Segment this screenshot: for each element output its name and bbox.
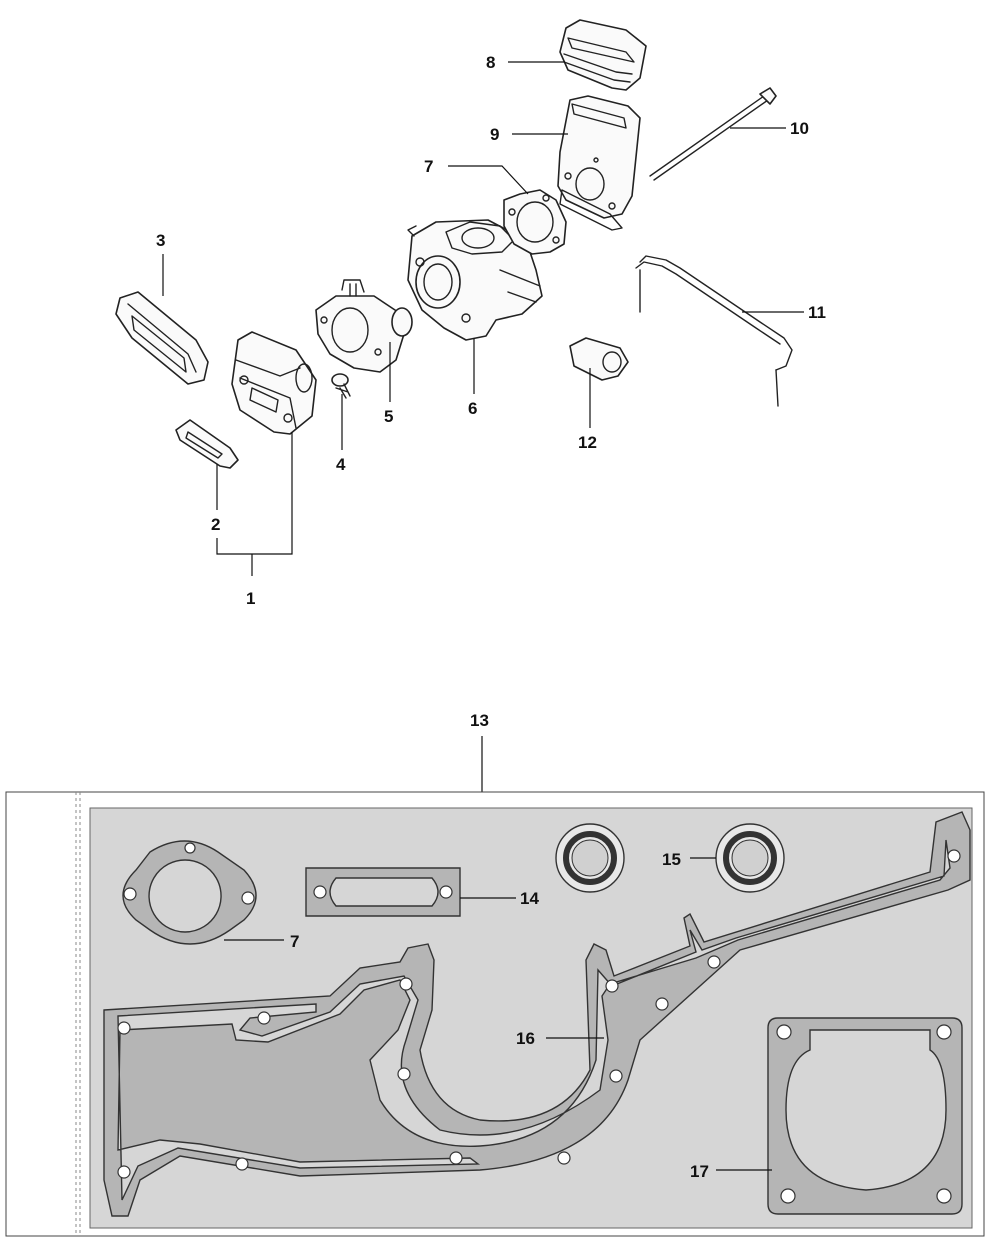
callout-11: 11: [808, 303, 826, 322]
callout-7-top: 7: [424, 157, 433, 176]
leader-1: [216, 432, 293, 576]
seal-ring-left: [555, 823, 625, 893]
callout-13: 13: [470, 711, 489, 730]
callout-14: 14: [520, 889, 539, 908]
callout-16: 16: [516, 1029, 535, 1048]
callout-7-kit: 7: [290, 932, 299, 951]
part-5-adapter: [315, 279, 413, 373]
callout-12: 12: [578, 433, 597, 452]
part-1-intake-manifold: [231, 331, 317, 435]
part-12-fitting: [569, 337, 629, 381]
part-14-rect-gasket: [305, 867, 461, 917]
part-16-crankcase-gasket: [103, 811, 971, 1217]
callout-6: 6: [468, 399, 477, 418]
gasket-kit-13: 13 7 14: [5, 711, 985, 1237]
part-9-filter-housing: [557, 95, 641, 231]
part-11-control-rod: [635, 255, 793, 407]
part-15-seal-ring: [715, 823, 785, 893]
callout-17: 17: [690, 1162, 709, 1181]
part-17-cylinder-gasket: [767, 1017, 963, 1215]
callout-5: 5: [384, 407, 393, 426]
callout-10: 10: [790, 119, 809, 138]
callout-15: 15: [662, 850, 681, 869]
callout-4: 4: [336, 455, 346, 474]
callout-1: 1: [246, 589, 255, 608]
part-2-small-gasket: [175, 419, 239, 469]
part-3-intake-frame: [115, 291, 209, 385]
part-4-screw: [331, 373, 351, 399]
callout-9: 9: [490, 125, 499, 144]
part-7-flange-gasket-top: [503, 189, 567, 255]
part-6-carburetor: [407, 219, 543, 341]
callout-8: 8: [486, 53, 495, 72]
leader-7-top: [448, 165, 529, 195]
part-10-long-bolt: [649, 87, 777, 181]
callout-2: 2: [211, 515, 220, 534]
callouts-upper: 8 9 10 7 3 11 5 6 4 12 2 1: [156, 53, 826, 608]
part-7-flange-gasket-kit: [122, 840, 257, 945]
part-8-seal-ring: [559, 19, 647, 91]
callout-3: 3: [156, 231, 165, 250]
